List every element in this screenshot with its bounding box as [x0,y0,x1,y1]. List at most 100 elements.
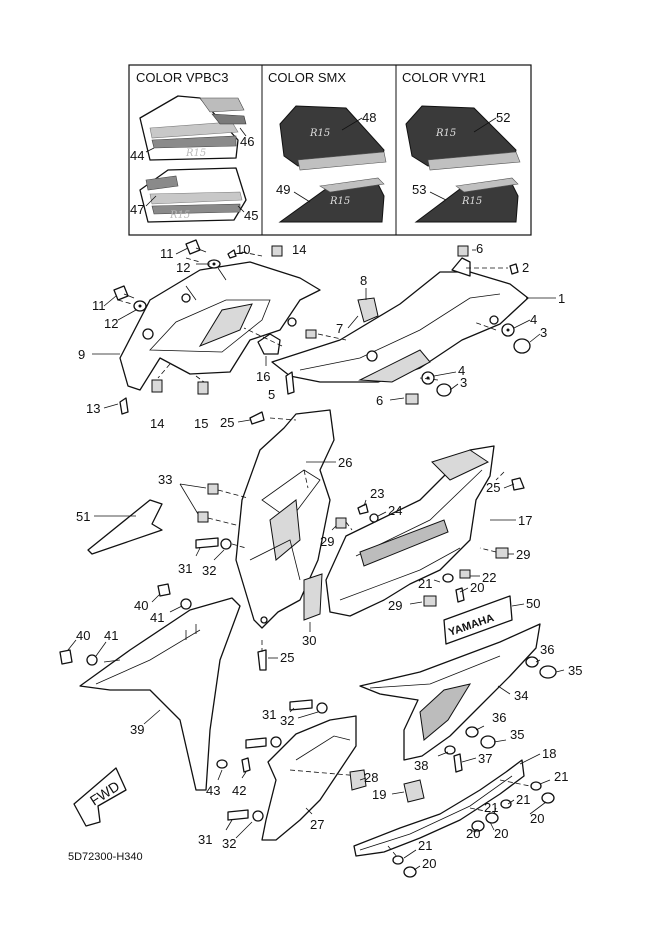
callout-49: 49 [276,182,290,197]
callout-46: 46 [240,134,254,149]
diagram-code: 5D72300-H340 [68,851,143,863]
decal-30 [303,573,323,621]
callout-50: 50 [526,596,540,611]
callout-21c: 21 [516,792,530,807]
callout-2: 2 [522,260,529,275]
callout-3a: 3 [540,325,547,340]
color-header-smx: COLOR SMX [268,70,346,85]
inner-cover-27 [261,715,361,841]
callout-36b: 36 [492,710,506,725]
color-header-vpbc3: COLOR VPBC3 [136,70,228,85]
yamaha-emblem-50: YAMAHA [443,595,513,645]
callout-8: 8 [360,273,367,288]
callout-31b: 31 [262,707,276,722]
callout-41a: 41 [150,610,164,625]
callout-36a: 36 [540,642,554,657]
lower-cowl-39 [79,597,241,791]
callout-25c: 25 [280,650,294,665]
callout-16: 16 [256,369,270,384]
callout-40b: 40 [76,628,90,643]
lower-cowl-18 [353,759,525,857]
clip-19 [403,779,425,803]
upper-fasteners [113,239,531,415]
callout-33: 33 [158,472,172,487]
callout-1: 1 [558,291,565,306]
callout-7: 7 [336,321,343,336]
callout-25a: 25 [220,415,234,430]
callout-23: 23 [370,486,384,501]
callout-31a: 31 [178,561,192,576]
callout-21e: 21 [418,838,432,853]
decal-51 [87,499,163,555]
callout-20a: 20 [470,580,484,595]
decal-53-logo: R15 [461,196,482,207]
callout-27: 27 [310,817,324,832]
decal-53: R15 [414,177,519,223]
decal-52-logo: R15 [435,128,456,139]
lower-cowl-fasteners [387,779,555,878]
callout-9: 9 [78,347,85,362]
callout-52: 52 [496,110,510,125]
middle-dashes [207,417,505,652]
callout-30: 30 [302,633,316,648]
callout-4b: 4 [458,363,465,378]
callout-14b: 14 [150,416,164,431]
fwd-arrow: FWD [73,767,127,827]
callout-21b: 21 [554,769,568,784]
decal-44: R15 [139,95,239,161]
callout-47: 47 [130,202,144,217]
callout-44: 44 [130,148,144,163]
callout-32a: 32 [202,563,216,578]
callout-22: 22 [482,570,496,585]
decal-49: R15 [278,177,385,223]
upper-cowl-right [271,257,529,383]
callout-35a: 35 [568,663,582,678]
decal-52: R15 [405,105,521,171]
callout-41b: 41 [104,628,118,643]
callout-20c: 20 [494,826,508,841]
upper-dashes [117,251,508,383]
callout-20b: 20 [530,811,544,826]
callout-42: 42 [232,783,246,798]
callout-12a: 12 [176,260,190,275]
callout-45: 45 [244,208,258,223]
callout-20e: 20 [422,856,436,871]
color-variant-box: COLOR VPBC3 COLOR SMX COLOR VYR1 R15 R15… [128,64,532,236]
decal-44-logo: R15 [185,148,206,159]
callout-29b: 29 [516,547,530,562]
decal-47-logo: R15 [169,210,190,221]
callout-13: 13 [86,401,100,416]
callout-38: 38 [414,758,428,773]
callout-14a: 14 [292,242,306,257]
callouts: 11 12 10 14 11 12 9 13 14 15 16 5 7 8 6 … [67,241,582,871]
side-cover-fasteners [444,656,557,773]
callout-24: 24 [388,503,402,518]
decal-48: R15 [279,105,387,171]
callout-15: 15 [194,416,208,431]
callout-6b: 6 [376,393,383,408]
decal-46 [199,97,247,125]
callout-21d: 21 [484,800,498,815]
callout-31c: 31 [198,832,212,847]
inner-cover-fasteners [227,699,367,822]
callout-29c: 29 [388,598,402,613]
callout-12b: 12 [104,316,118,331]
callout-18: 18 [542,746,556,761]
callout-11a: 11 [160,246,174,261]
callout-4a: 4 [530,312,537,327]
side-panel-17 [325,445,495,617]
callout-32c: 32 [222,836,236,851]
callout-40a: 40 [134,598,148,613]
callout-21a: 21 [418,576,432,591]
callout-34: 34 [514,688,528,703]
callout-43: 43 [206,783,220,798]
callout-3b: 3 [460,375,467,390]
decal-47: R15 [139,167,247,223]
callout-37: 37 [478,751,492,766]
callout-20d: 20 [466,826,480,841]
callout-35b: 35 [510,727,524,742]
callout-10: 10 [236,242,250,257]
callout-51: 51 [76,509,90,524]
callout-6a: 6 [476,241,483,256]
